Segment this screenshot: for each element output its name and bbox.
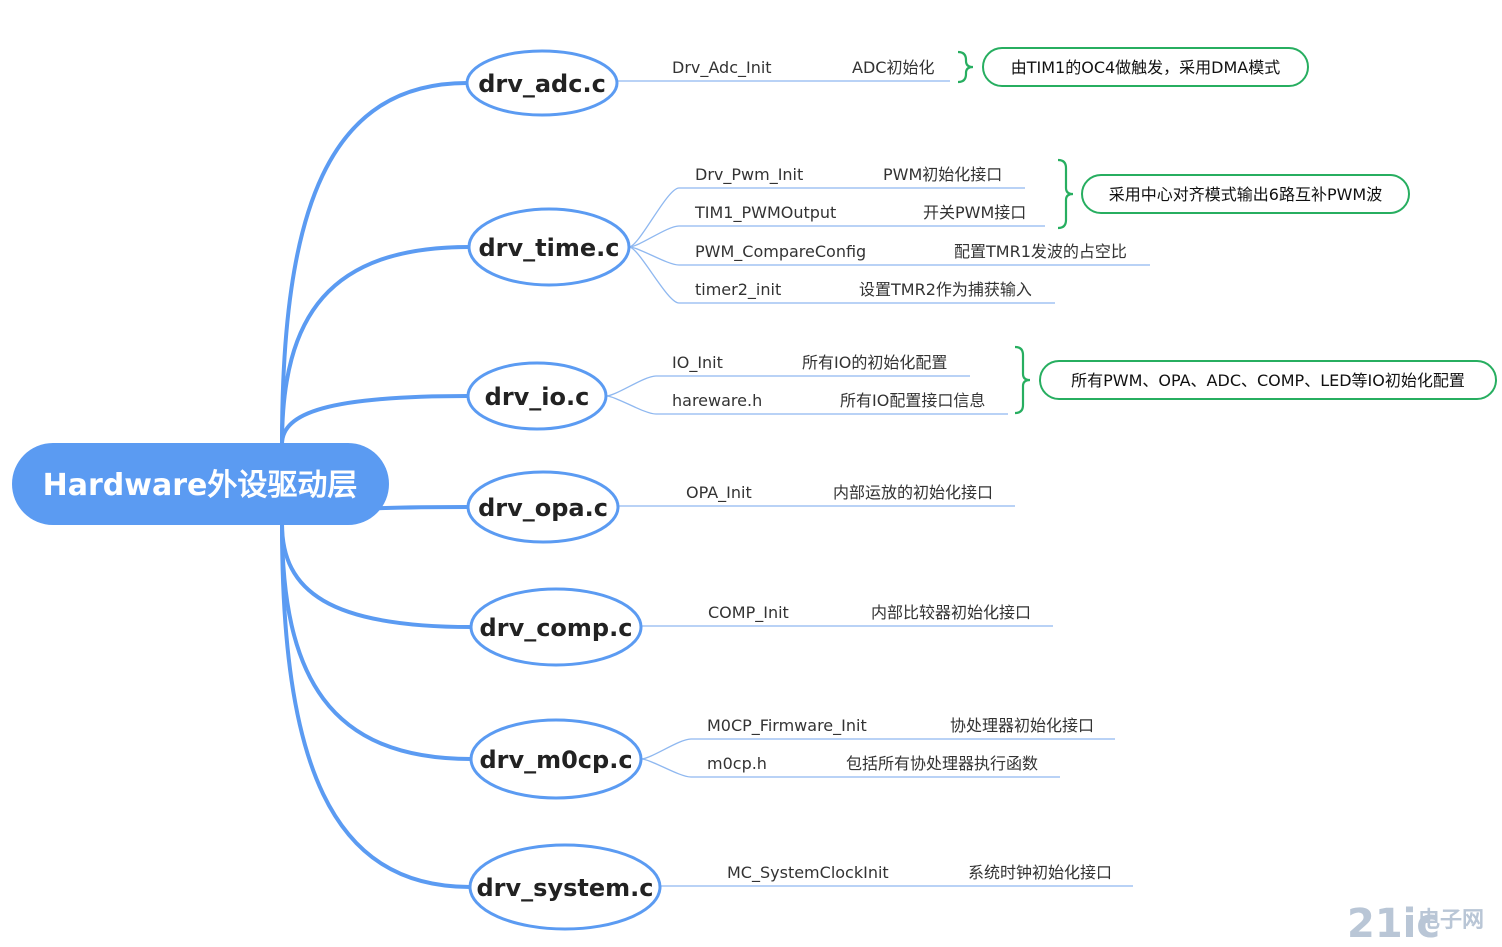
module-node-system[interactable]: drv_system.c bbox=[468, 843, 662, 931]
leaf-function-name[interactable]: COMP_Init bbox=[708, 603, 789, 623]
notes-layer: 由TIM1的OC4做触发，采用DMA模式采用中心对齐模式输出6路互补PWM波所有… bbox=[957, 47, 1497, 415]
root-node-label: Hardware外设驱动层 bbox=[43, 468, 358, 503]
module-node-ellipse bbox=[468, 843, 662, 931]
leaf-description: PWM初始化接口 bbox=[883, 165, 1002, 184]
module-node-ellipse bbox=[469, 718, 643, 800]
branch-system bbox=[280, 522, 472, 889]
leaf-description: 系统时钟初始化接口 bbox=[968, 863, 1112, 882]
branch-connectors bbox=[280, 81, 473, 889]
module-node-ellipse bbox=[466, 470, 620, 544]
leaf-connector-m0cp-0 bbox=[640, 738, 692, 760]
nodes-layer: drv_adc.c Drv_Adc_Init ADC初始化 drv_time.c Drv… bbox=[465, 49, 1127, 931]
leaf-function-name[interactable]: TIM1_PWMOutput bbox=[694, 203, 836, 223]
leaf-function-name[interactable]: M0CP_Firmware_Init bbox=[707, 716, 867, 736]
module-node-label: drv_system.c bbox=[477, 874, 654, 902]
leaf-function-name[interactable]: hareware.h bbox=[672, 391, 762, 410]
note-box-adc[interactable]: 由TIM1的OC4做触发，采用DMA模式 bbox=[982, 47, 1309, 87]
branch-io bbox=[280, 394, 470, 446]
root-node[interactable]: Hardware外设驱动层 bbox=[12, 443, 389, 525]
module-node-label: drv_time.c bbox=[479, 234, 620, 262]
module-node-label: drv_adc.c bbox=[478, 70, 606, 98]
leaf-description: ADC初始化 bbox=[852, 58, 934, 77]
watermark-site: 电子网 bbox=[1418, 908, 1484, 933]
note-brace-time bbox=[1057, 158, 1074, 230]
watermark: 21ic 电子网 bbox=[1347, 901, 1484, 947]
branch-adc bbox=[280, 81, 469, 446]
leaf-connectors bbox=[605, 80, 1150, 887]
module-node-ellipse bbox=[467, 207, 631, 287]
leaf-description: 开关PWM接口 bbox=[923, 203, 1026, 222]
note-box-io[interactable]: 所有PWM、OPA、ADC、COMP、LED等IO初始化配置 bbox=[1039, 360, 1497, 400]
branch-time bbox=[280, 245, 471, 446]
leaf-function-name[interactable]: Drv_Adc_Init bbox=[672, 58, 772, 78]
leaf-function-name[interactable]: m0cp.h bbox=[707, 754, 767, 773]
leaf-connector-m0cp-1 bbox=[640, 758, 692, 778]
leaf-description: 内部比较器初始化接口 bbox=[871, 603, 1031, 622]
module-node-comp[interactable]: drv_comp.c bbox=[469, 587, 643, 667]
leaf-function-name[interactable]: PWM_CompareConfig bbox=[695, 242, 866, 262]
leaf-connector-time-2 bbox=[628, 246, 680, 266]
branch-comp bbox=[280, 522, 473, 629]
leaf-connector-time-0 bbox=[628, 187, 680, 248]
note-box-time[interactable]: 采用中心对齐模式输出6路互补PWM波 bbox=[1081, 174, 1410, 214]
note-brace-adc bbox=[957, 50, 974, 84]
leaf-connector-time-1 bbox=[628, 225, 680, 248]
leaf-function-name[interactable]: timer2_init bbox=[695, 280, 781, 300]
module-node-ellipse bbox=[466, 361, 608, 431]
watermark-logo: 21ic bbox=[1347, 901, 1440, 947]
module-node-label: drv_m0cp.c bbox=[479, 746, 632, 774]
note-text: 所有PWM、OPA、ADC、COMP、LED等IO初始化配置 bbox=[1071, 371, 1465, 390]
module-node-label: drv_opa.c bbox=[478, 494, 608, 522]
leaf-description: 配置TMR1发波的占空比 bbox=[954, 242, 1127, 261]
note-box-outline bbox=[1081, 174, 1410, 214]
leaf-description: 所有IO的初始化配置 bbox=[802, 353, 947, 372]
note-box-outline bbox=[1039, 360, 1497, 400]
module-node-ellipse bbox=[465, 49, 619, 117]
leaf-function-name[interactable]: MC_SystemClockInit bbox=[727, 863, 889, 883]
module-node-m0cp[interactable]: drv_m0cp.c bbox=[469, 718, 643, 800]
note-box-outline bbox=[982, 47, 1309, 87]
leaf-description: 内部运放的初始化接口 bbox=[833, 483, 993, 502]
leaf-description: 协处理器初始化接口 bbox=[950, 716, 1094, 735]
module-node-label: drv_io.c bbox=[485, 383, 590, 411]
branch-m0cp bbox=[280, 522, 473, 761]
module-node-label: drv_comp.c bbox=[480, 614, 633, 642]
leaf-function-name[interactable]: OPA_Init bbox=[686, 483, 752, 503]
leaf-description: 设置TMR2作为捕获输入 bbox=[859, 280, 1032, 299]
leaf-description: 所有IO配置接口信息 bbox=[840, 391, 985, 410]
leaf-connector-io-0 bbox=[605, 375, 657, 397]
leaf-connector-io-1 bbox=[605, 395, 657, 415]
module-node-adc[interactable]: drv_adc.c bbox=[465, 49, 619, 117]
note-text: 由TIM1的OC4做触发，采用DMA模式 bbox=[1011, 58, 1281, 77]
module-node-time[interactable]: drv_time.c bbox=[467, 207, 631, 287]
root-node-box bbox=[12, 443, 389, 525]
leaf-description: 包括所有协处理器执行函数 bbox=[846, 754, 1038, 773]
note-text: 采用中心对齐模式输出6路互补PWM波 bbox=[1109, 185, 1382, 204]
leaf-function-name[interactable]: IO_Init bbox=[672, 353, 723, 373]
module-node-opa[interactable]: drv_opa.c bbox=[466, 470, 620, 544]
module-node-io[interactable]: drv_io.c bbox=[466, 361, 608, 431]
leaf-function-name[interactable]: Drv_Pwm_Init bbox=[695, 165, 803, 185]
leaf-connector-time-3 bbox=[628, 246, 680, 304]
note-brace-io bbox=[1014, 345, 1031, 415]
module-node-ellipse bbox=[469, 587, 643, 667]
